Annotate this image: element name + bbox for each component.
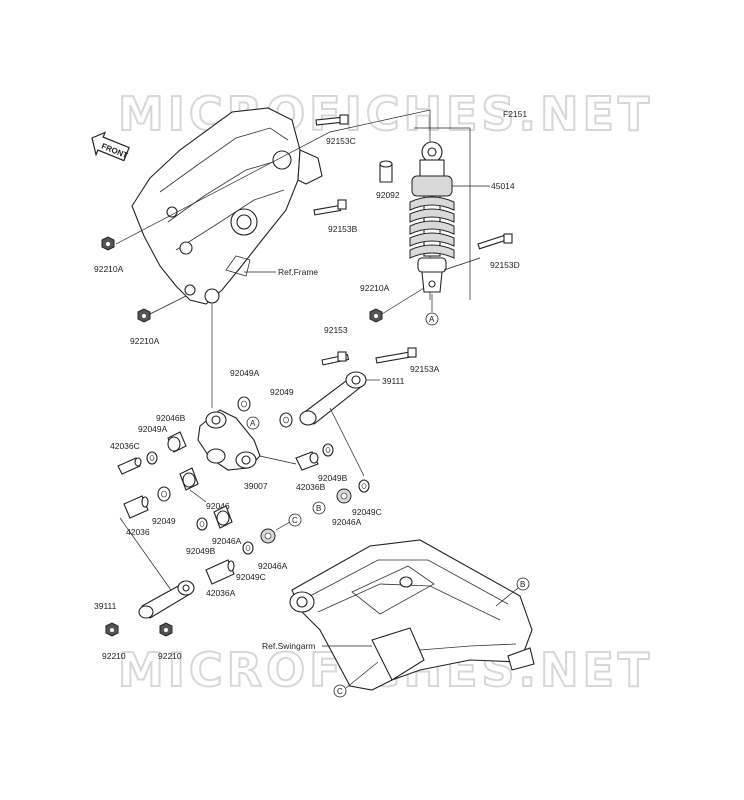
part-92049-label-1: 92049 xyxy=(270,387,294,397)
part-42036-label: 42036 xyxy=(126,527,150,537)
part-39111-label-2: 39111 xyxy=(94,601,117,611)
bearing-92046 xyxy=(179,467,199,491)
part-92210a-label-1: 92210A xyxy=(94,264,124,274)
callout-b-link-text: B xyxy=(316,504,321,513)
collar-42036 xyxy=(123,495,149,519)
figure-code: F2151 xyxy=(503,109,527,119)
bolt-92153d xyxy=(477,233,513,250)
callout-a-shock-text: A xyxy=(429,315,435,324)
washer-92049-lower xyxy=(157,486,171,502)
bearing-92046a-lower xyxy=(260,528,276,544)
part-92046a-label-3: 92046A xyxy=(258,561,288,571)
collar-42036b xyxy=(295,451,319,471)
washer-92049c-lower xyxy=(242,541,254,555)
callout-c-link xyxy=(288,513,302,527)
washer-92049 xyxy=(279,412,293,428)
part-92092-label: 92092 xyxy=(376,190,400,200)
washer-92049b-lower xyxy=(196,517,208,531)
bearing-92046a-right xyxy=(336,488,352,504)
part-92153a-label: 92153A xyxy=(410,364,440,374)
part-92049b-label-1: 92049B xyxy=(318,473,348,483)
part-92210a-label-3: 92210A xyxy=(360,283,390,293)
ref-swingarm-label: Ref.Swingarm xyxy=(262,641,315,651)
part-42036a-label: 42036A xyxy=(206,588,236,598)
part-92046b-label: 92046B xyxy=(156,413,186,423)
tie-rod-39111-upper xyxy=(299,371,367,426)
collar-92092 xyxy=(379,160,393,183)
bearing-92046a-middle xyxy=(213,505,233,529)
watermark-top: MICROFICHES.NET xyxy=(118,87,653,141)
bolt-92153b xyxy=(313,199,347,216)
part-92049c-label-2: 92049C xyxy=(236,572,266,582)
rear-shock-absorber xyxy=(409,141,455,293)
collar-42036a xyxy=(205,559,235,585)
nut-92210a-shock xyxy=(369,308,383,323)
callout-c-link-text: C xyxy=(292,516,298,525)
frame-casting xyxy=(131,107,323,305)
swingarm xyxy=(289,539,535,691)
callout-a-rocker-text: A xyxy=(250,419,256,428)
washer-92049c-right xyxy=(358,479,370,493)
part-92210a-label-2: 92210A xyxy=(130,336,160,346)
part-92153c-label: 92153C xyxy=(326,136,356,146)
part-92153d-label: 92153D xyxy=(490,260,520,270)
collar-42036c xyxy=(117,457,142,475)
callout-b-link xyxy=(312,501,326,515)
part-92153-label: 92153 xyxy=(324,325,348,335)
callout-c-swingarm xyxy=(333,684,347,698)
washer-92049a-top xyxy=(237,396,251,412)
part-92046-label-1: 92046 xyxy=(206,501,230,511)
nut-92210a-frame-bottom xyxy=(137,308,151,323)
rocker-arm-39007 xyxy=(197,409,261,471)
bolt-92153c xyxy=(315,114,349,126)
nut-92210-right xyxy=(159,622,173,637)
callout-a-shock xyxy=(425,312,439,326)
nut-92210a-frame-left xyxy=(101,236,115,251)
part-92049a-label-2: 92049A xyxy=(138,424,168,434)
part-39007-label: 39007 xyxy=(244,481,268,491)
bearing-92046b xyxy=(167,431,187,453)
part-42036c-label: 42036C xyxy=(110,441,140,451)
washer-92049a-left xyxy=(146,451,158,465)
tie-rod-39111-lower xyxy=(138,580,195,619)
bolt-92153a xyxy=(375,347,417,364)
part-45014-label: 45014 xyxy=(491,181,515,191)
part-42036b-label: 42036B xyxy=(296,482,326,492)
callout-b-swingarm-text: B xyxy=(520,580,525,589)
part-92210-label-2: 92210 xyxy=(158,651,182,661)
part-92049b-label-2: 92049B xyxy=(186,546,216,556)
part-92049c-label-1: 92049C xyxy=(352,507,382,517)
part-92049a-label-1: 92049A xyxy=(230,368,260,378)
callout-a-rocker xyxy=(246,416,260,430)
part-92049-label-2: 92049 xyxy=(152,516,176,526)
part-92153b-label: 92153B xyxy=(328,224,358,234)
part-92046a-label-1: 92046A xyxy=(332,517,362,527)
callout-c-swingarm-text: C xyxy=(337,687,343,696)
ref-frame-label: Ref.Frame xyxy=(278,267,318,277)
nut-92210-left xyxy=(105,622,119,637)
part-92210-label-1: 92210 xyxy=(102,651,126,661)
bolt-92153 xyxy=(321,351,350,366)
part-92046a-label-2: 92046A xyxy=(212,536,242,546)
part-39111-label-1: 39111 xyxy=(382,376,405,386)
callout-b-swingarm xyxy=(516,577,530,591)
washer-92049b-right xyxy=(322,443,334,457)
